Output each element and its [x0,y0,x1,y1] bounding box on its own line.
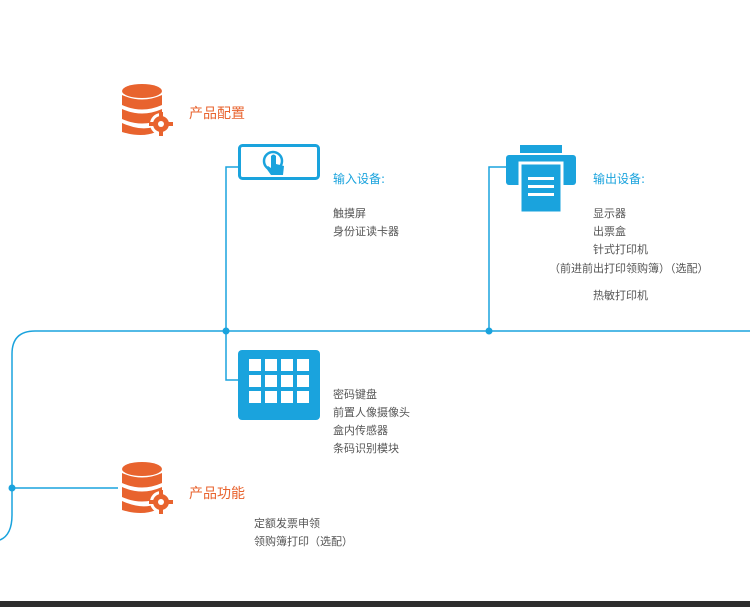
output-node [485,327,493,335]
keypad-devices-list: 密码键盘 前置人像摄像头 盒内传感器 条码识别模块 [333,386,410,458]
list-item: 身份证读卡器 [333,225,399,238]
list-item: 针式打印机 [593,243,648,256]
list-item: 定额发票申领 [254,517,320,530]
printer-icon [506,145,576,215]
list-item: 条码识别模块 [333,442,399,455]
list-item: 领购簿打印（选配） [254,535,353,548]
list-item: 前置人像摄像头 [333,406,410,419]
input-devices-list: 触摸屏 身份证读卡器 [333,205,399,241]
output-devices-title: 输出设备: [593,172,646,186]
function-title: 产品功能 [189,486,245,502]
database-gear-icon [118,82,174,138]
list-item: 密码键盘 [333,388,377,401]
input-node [222,327,230,335]
main-horizontal-line [0,330,750,541]
input-branch-line [225,166,238,381]
list-item: 出票盒 [593,225,626,238]
list-item: （前进前出打印领购簿）（选配） [549,262,709,275]
list-item: 盒内传感器 [333,424,388,437]
input-devices-title: 输入设备: [333,172,386,186]
function-node [8,484,16,492]
output-devices-list: 显示器 出票盒 针式打印机 [593,205,648,259]
list-item: 触摸屏 [333,207,366,220]
keypad-icon [238,350,320,420]
database-gear-icon [118,460,174,516]
list-item: 热敏打印机 [593,289,648,302]
config-title: 产品配置 [189,106,245,122]
bottom-bar [0,601,750,607]
output-branch-line [488,166,506,331]
function-list: 定额发票申领 领购簿打印（选配） [254,515,353,551]
touch-screen-icon [238,144,320,180]
list-item: 显示器 [593,207,626,220]
